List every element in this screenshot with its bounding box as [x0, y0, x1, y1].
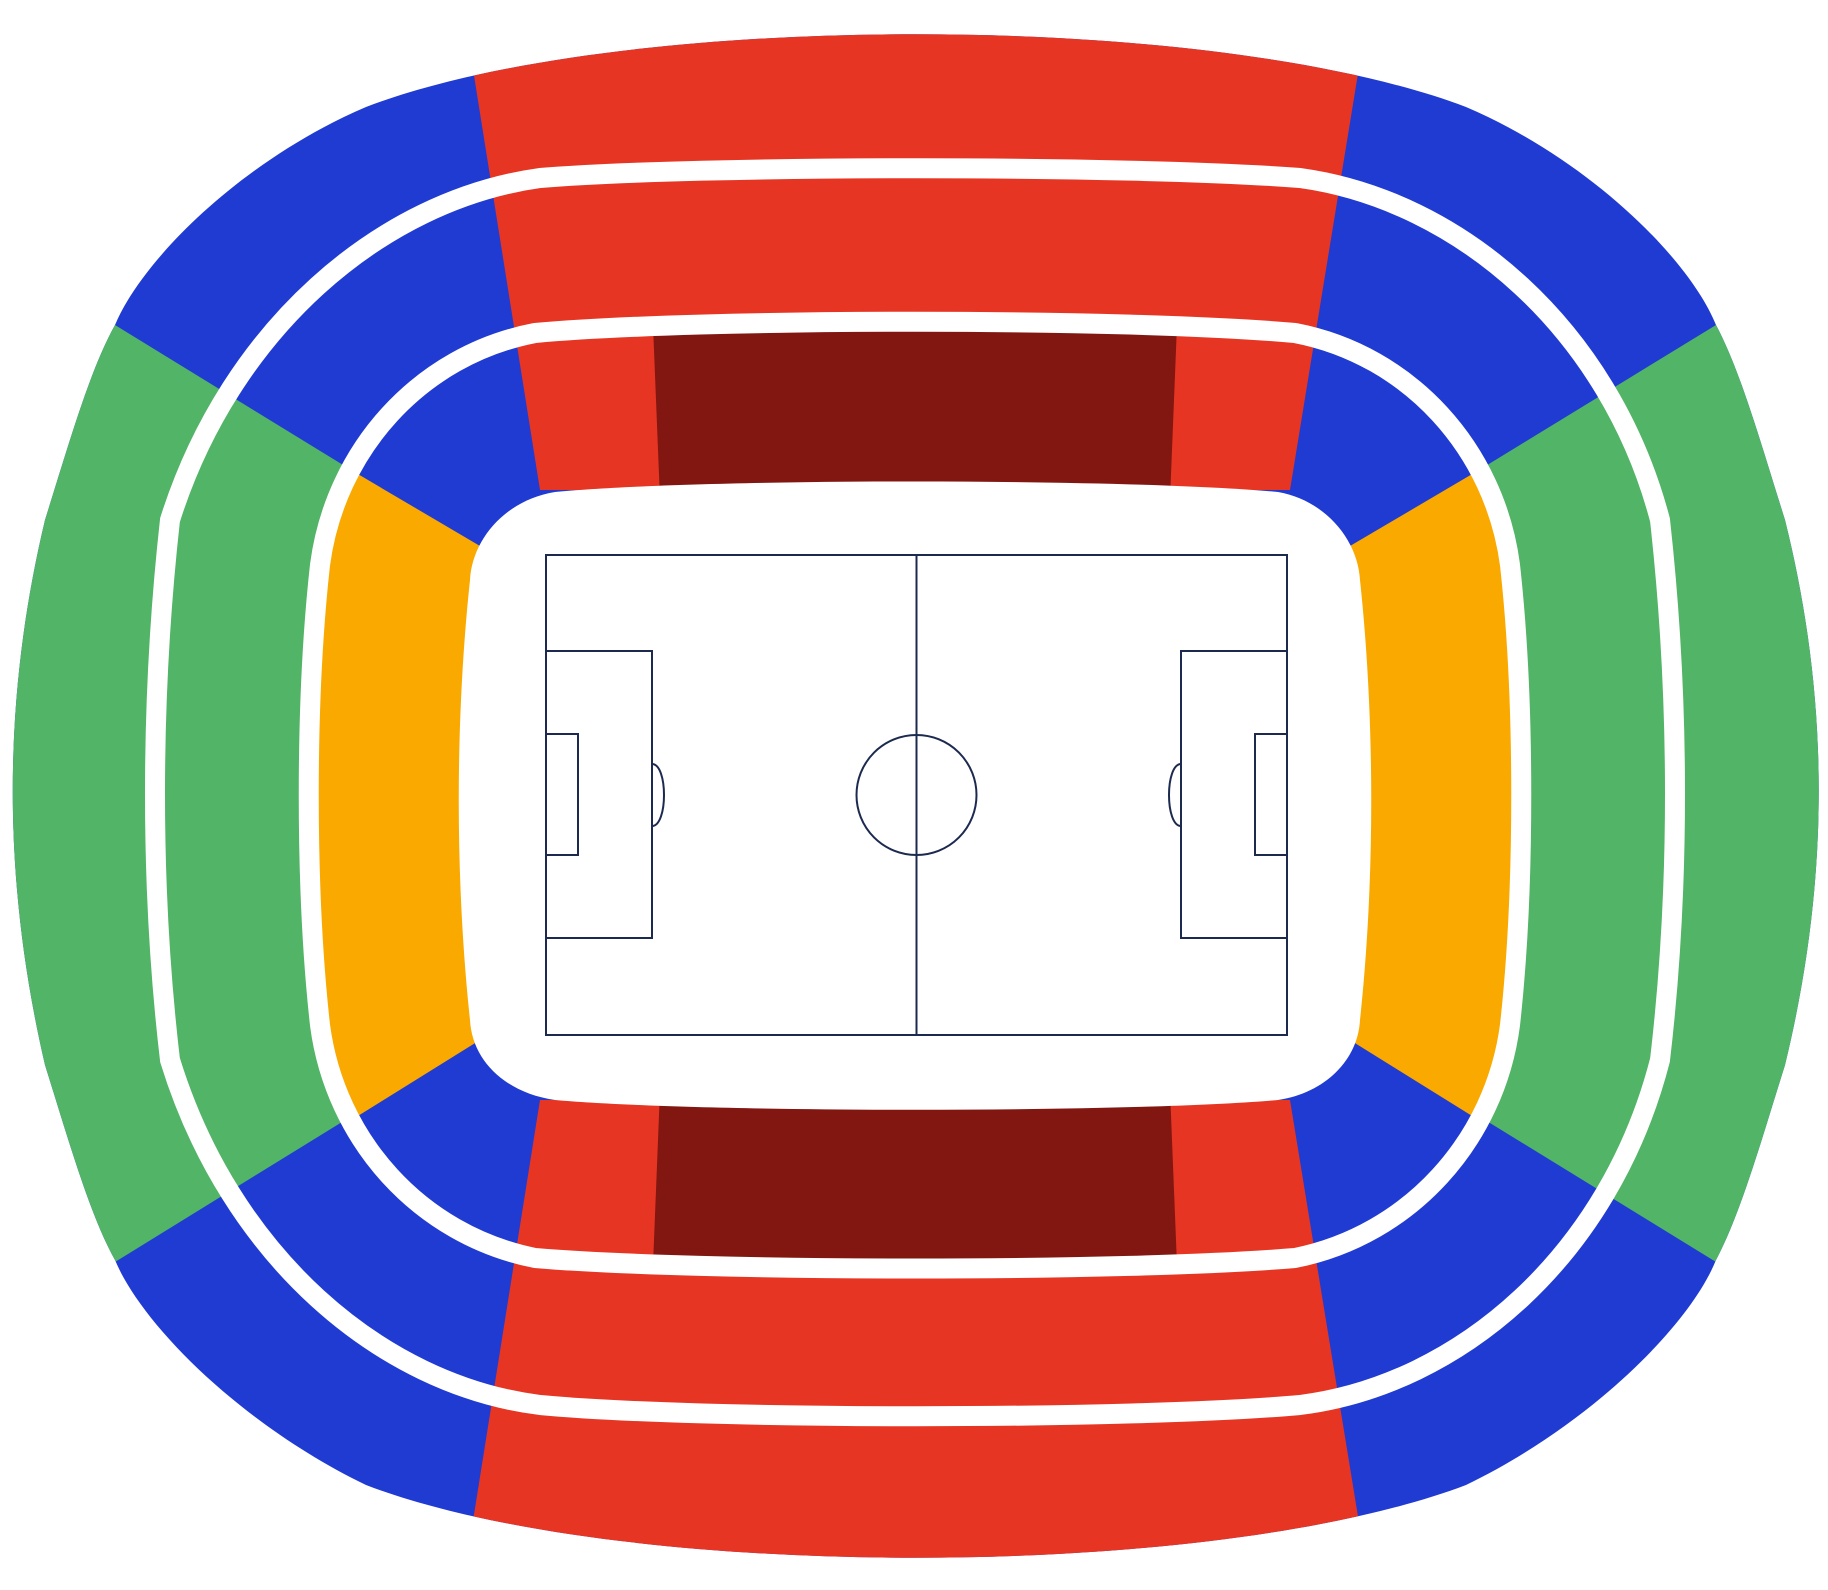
- west-goal-area: [545, 733, 579, 856]
- east-penalty-arc: [1168, 763, 1182, 827]
- stand-east-end-inner[interactable]: [1350, 440, 1530, 1152]
- lower-concourse-ring: [298, 311, 1532, 1279]
- stand-south-central-lower[interactable]: [652, 1090, 1178, 1290]
- west-penalty-arc: [651, 763, 665, 827]
- pitch-surround: [458, 481, 1372, 1110]
- centre-circle: [855, 734, 978, 856]
- east-goal-area: [1254, 733, 1288, 856]
- pitch-markings: [545, 554, 1288, 1036]
- upper-concourse-ring: [145, 158, 1685, 1427]
- stand-north-central-lower[interactable]: [652, 300, 1178, 500]
- stand-west-end-inner[interactable]: [300, 440, 480, 1152]
